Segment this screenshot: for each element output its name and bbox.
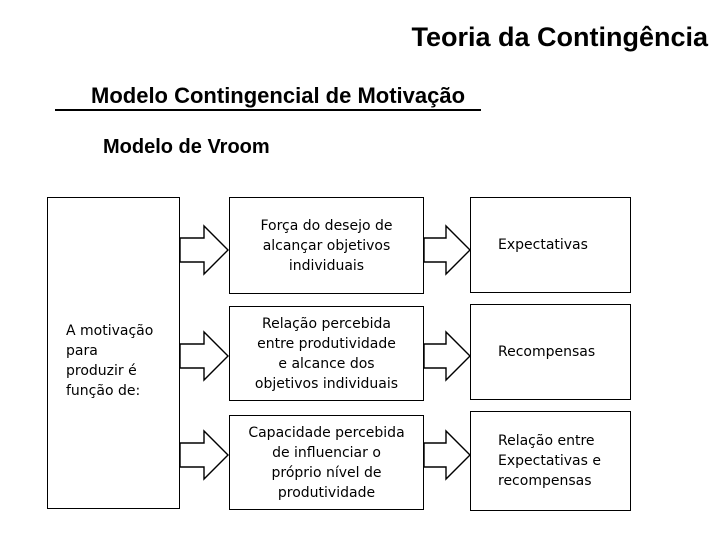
right-block-arrow-icon [423,330,471,382]
diagram-box-relacao-expectativas-recompensas: Relação entre Expectativas e recompensas [470,411,631,511]
subsection-heading: Modelo de Vroom [103,136,270,158]
diagram-box-forca-do-desejo: Força do desejo de alcançar objetivos in… [229,197,424,294]
diagram-box-relacao-percebida: Relação percebida entre produtividade e … [229,306,424,401]
diagram-box-motivation-premise: A motivação para produzir é função de: [47,197,180,509]
right-block-arrow-icon [423,429,471,481]
section-heading: Modelo Contingencial de Motivação [91,83,466,108]
diagram-box-capacidade-percebida: Capacidade percebida de influenciar o pr… [229,415,424,510]
heading-underline [55,109,481,111]
right-block-arrow-icon [179,429,229,481]
diagram-box-recompensas: Recompensas [470,304,631,400]
diagram-box-text: Força do desejo de alcançar objetivos in… [260,217,393,274]
diagram-box-text: Expectativas [498,237,588,253]
slide-title: Teoria da Contingência [411,22,708,52]
diagram-box-text: Relação entre Expectativas e recompensas [498,433,601,489]
diagram-box-text: Relação percebida entre produtividade e … [254,315,399,392]
right-block-arrow-icon [179,224,229,276]
diagram-box-text: Capacidade percebida de influenciar o pr… [248,424,405,501]
diagram-box-text: Recompensas [498,344,596,360]
right-block-arrow-icon [423,224,471,276]
diagram-box-text: A motivação para produzir é função de: [66,322,154,399]
diagram-box-expectativas: Expectativas [470,197,631,293]
right-block-arrow-icon [179,330,229,382]
